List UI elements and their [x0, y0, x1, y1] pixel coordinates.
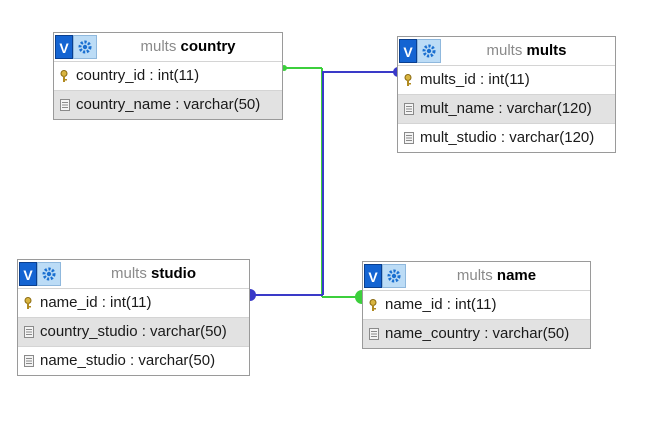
- table-name: name: [496, 267, 537, 284]
- column-label: mults_id : int(11): [420, 71, 530, 88]
- relation-endpoint-name[interactable]: [355, 290, 362, 304]
- column-icon: [60, 99, 70, 111]
- column-row[interactable]: name_country : varchar(50): [363, 319, 590, 348]
- table-name: country: [180, 38, 236, 55]
- database-name: mults: [110, 265, 147, 282]
- toggle-v-icon[interactable]: V: [55, 35, 73, 59]
- column-row[interactable]: name_id : int(11): [363, 290, 590, 319]
- toggle-v-icon[interactable]: V: [19, 262, 37, 286]
- gear-icon[interactable]: [37, 262, 61, 286]
- table-title[interactable]: mults mults: [442, 37, 611, 65]
- column-icon: [24, 355, 34, 367]
- key-icon: [404, 74, 412, 86]
- table-country[interactable]: V mults country country_id : int(11) cou…: [53, 32, 283, 120]
- relation-endpoint-mults[interactable]: [393, 67, 398, 77]
- column-label: country_id : int(11): [76, 67, 200, 84]
- database-name: mults: [140, 38, 177, 55]
- column-icon: [369, 328, 379, 340]
- column-label: country_studio : varchar(50): [40, 323, 227, 340]
- table-header[interactable]: V mults studio: [18, 260, 249, 288]
- column-icon: [404, 103, 414, 115]
- table-title[interactable]: mults studio: [62, 260, 245, 288]
- table-name: mults: [526, 42, 567, 59]
- column-label: country_name : varchar(50): [76, 96, 261, 113]
- column-label: mult_studio : varchar(120): [420, 129, 595, 146]
- column-row[interactable]: mult_name : varchar(120): [398, 94, 615, 123]
- gear-icon[interactable]: [417, 39, 441, 63]
- column-label: mult_name : varchar(120): [420, 100, 592, 117]
- column-row[interactable]: name_id : int(11): [18, 288, 249, 317]
- relation-endpoint-studio[interactable]: [250, 289, 256, 301]
- table-title[interactable]: mults country: [98, 33, 278, 61]
- key-icon: [369, 299, 377, 311]
- column-label: name_country : varchar(50): [385, 325, 570, 342]
- table-header[interactable]: V mults mults: [398, 37, 615, 65]
- column-row[interactable]: country_name : varchar(50): [54, 90, 282, 119]
- column-row[interactable]: country_studio : varchar(50): [18, 317, 249, 346]
- key-icon: [60, 70, 68, 82]
- table-title[interactable]: mults name: [407, 262, 586, 290]
- table-header[interactable]: V mults name: [363, 262, 590, 290]
- column-row[interactable]: country_id : int(11): [54, 61, 282, 90]
- toggle-v-icon[interactable]: V: [399, 39, 417, 63]
- column-label: name_id : int(11): [40, 294, 152, 311]
- toggle-v-icon[interactable]: V: [364, 264, 382, 288]
- column-row[interactable]: mult_studio : varchar(120): [398, 123, 615, 152]
- column-icon: [24, 326, 34, 338]
- column-label: name_studio : varchar(50): [40, 352, 216, 369]
- table-header[interactable]: V mults country: [54, 33, 282, 61]
- column-row[interactable]: name_studio : varchar(50): [18, 346, 249, 375]
- key-icon: [24, 297, 32, 309]
- table-studio[interactable]: V mults studio name_id : int(11) country…: [17, 259, 250, 376]
- column-row[interactable]: mults_id : int(11): [398, 65, 615, 94]
- database-name: mults: [456, 267, 493, 284]
- gear-icon[interactable]: [73, 35, 97, 59]
- table-mults[interactable]: V mults mults mults_id : int(11) mult_na…: [397, 36, 616, 153]
- column-icon: [404, 132, 414, 144]
- gear-icon[interactable]: [382, 264, 406, 288]
- column-label: name_id : int(11): [385, 296, 497, 313]
- table-name-box[interactable]: V mults name name_id : int(11) name_coun…: [362, 261, 591, 349]
- table-name: studio: [151, 265, 196, 282]
- database-name: mults: [486, 42, 523, 59]
